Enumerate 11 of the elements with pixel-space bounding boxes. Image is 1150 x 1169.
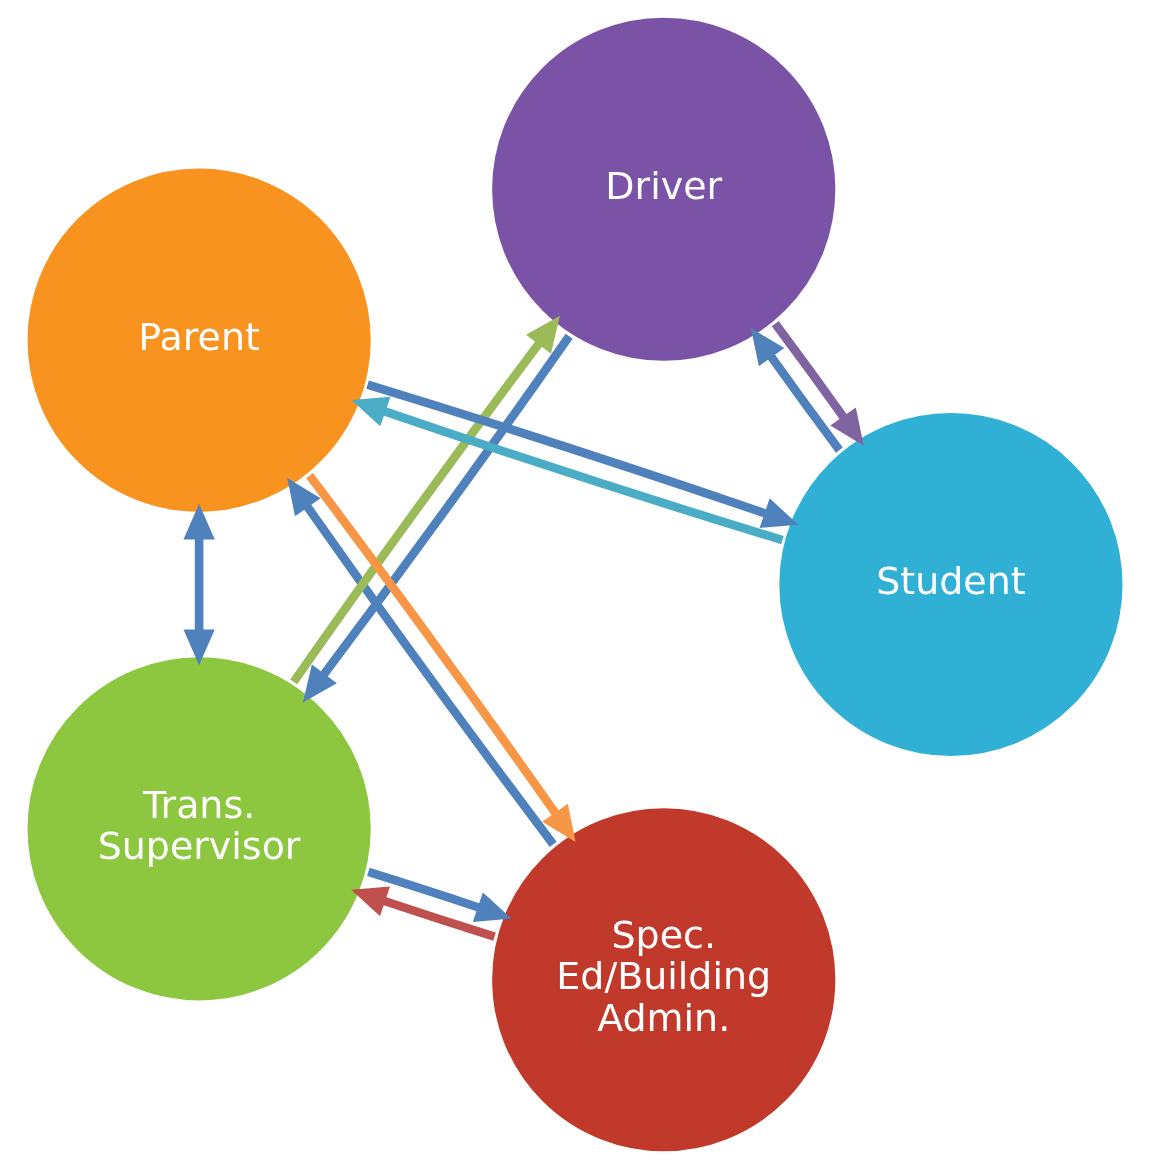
arrow	[306, 473, 576, 842]
arrow	[183, 503, 215, 666]
arrow	[287, 478, 557, 847]
arrow	[750, 328, 843, 453]
arrow	[351, 886, 496, 941]
arrow	[290, 315, 560, 685]
arrow	[771, 321, 864, 446]
arrow	[366, 380, 799, 528]
arrow	[367, 867, 512, 923]
arrow	[351, 396, 784, 545]
arrow	[302, 333, 573, 703]
